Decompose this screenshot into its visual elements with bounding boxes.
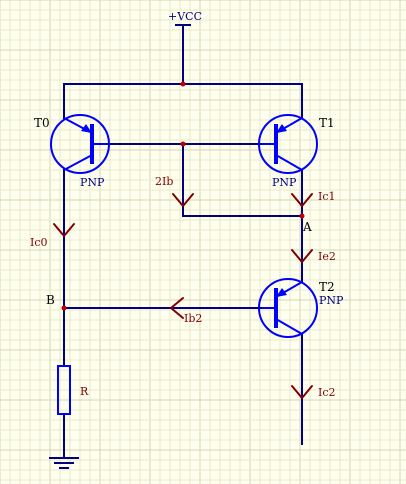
t2-type: PNP xyxy=(319,294,344,307)
t0-designator: T0 xyxy=(34,116,50,130)
label-ie2: Ie2 xyxy=(318,250,336,263)
label-2ib: 2Ib xyxy=(155,175,173,188)
arrow-ib2 xyxy=(170,297,184,319)
label-ic2: Ic2 xyxy=(318,386,336,399)
resistor-designator: R xyxy=(80,385,89,398)
transistor-t1 xyxy=(258,114,318,174)
resistor-r xyxy=(57,365,71,415)
label-ib2: Ib2 xyxy=(184,312,202,325)
arrow-ic0 xyxy=(53,223,75,237)
vcc-power-port xyxy=(175,24,191,85)
junctions xyxy=(61,81,305,311)
junction-base-tie xyxy=(180,141,186,147)
current-arrows xyxy=(53,193,313,399)
t1-designator: T1 xyxy=(319,116,335,130)
transistor-t0 xyxy=(50,114,110,174)
arrow-ic1 xyxy=(291,193,313,207)
t2-designator: T2 xyxy=(319,280,335,294)
label-ic1: Ic1 xyxy=(318,190,336,203)
label-ic0: Ic0 xyxy=(30,236,48,249)
junction-node-a xyxy=(299,213,305,219)
arrow-ic2 xyxy=(291,385,313,399)
t0-type: PNP xyxy=(80,176,105,189)
transistor-t2 xyxy=(258,278,318,338)
vcc-label: +VCC xyxy=(168,10,202,23)
ground-symbol xyxy=(49,457,79,469)
junction-node-b xyxy=(61,305,67,311)
t1-type: PNP xyxy=(272,176,297,189)
node-b-label: B xyxy=(46,293,55,307)
arrow-ie2 xyxy=(291,249,313,263)
junction-vcc xyxy=(180,81,186,87)
node-a-label: A xyxy=(302,220,312,234)
arrow-2ib xyxy=(172,193,194,207)
